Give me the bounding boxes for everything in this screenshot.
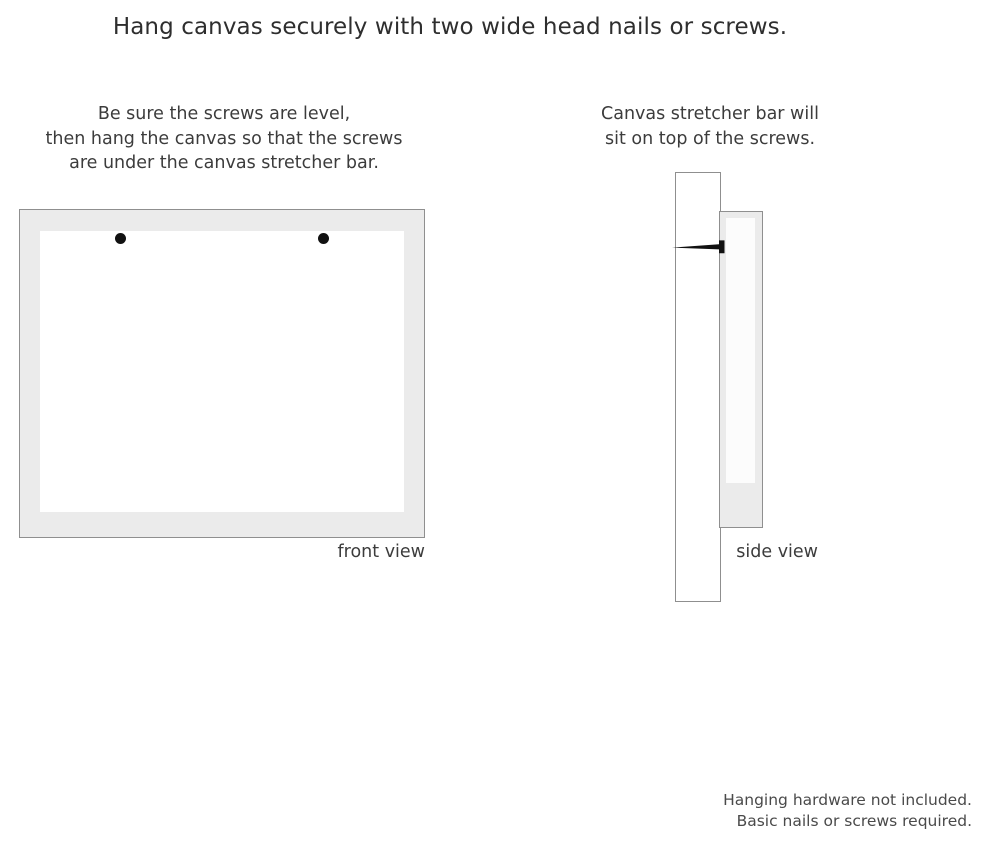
side-view-caption: Canvas stretcher bar will sit on top of … xyxy=(540,102,880,151)
footer-note: Hanging hardware not included. Basic nai… xyxy=(552,790,972,832)
side-view-diagram xyxy=(660,165,840,615)
wall-rectangle xyxy=(675,172,721,602)
footer-note-line-1: Hanging hardware not included. xyxy=(723,791,972,809)
side-view-label: side view xyxy=(736,542,818,562)
page-title: Hang canvas securely with two wide head … xyxy=(112,14,788,40)
screw-dot-right xyxy=(318,233,329,244)
front-view-caption-line-3: are under the canvas stretcher bar. xyxy=(69,153,379,173)
canvas-frame-inner-panel xyxy=(40,231,404,512)
front-view-diagram xyxy=(19,209,425,538)
side-view-caption-line-2: sit on top of the screws. xyxy=(604,128,816,149)
side-view-caption-line-1: Canvas stretcher bar will xyxy=(601,104,819,124)
nail-icon xyxy=(672,239,732,254)
canvas-frame-outer xyxy=(19,209,425,538)
footer-note-line-2: Basic nails or screws required. xyxy=(736,812,972,830)
front-view-label: front view xyxy=(337,542,426,562)
front-view-caption-line-1: Be sure the screws are level, xyxy=(97,104,351,124)
canvas-face-strip xyxy=(726,218,755,483)
front-view-caption-line-2: then hang the canvas so that the screws xyxy=(45,128,403,149)
screw-dot-left xyxy=(115,233,126,244)
canvas-stretcher-bar xyxy=(719,211,763,528)
front-view-caption: Be sure the screws are level, then hang … xyxy=(10,102,438,176)
